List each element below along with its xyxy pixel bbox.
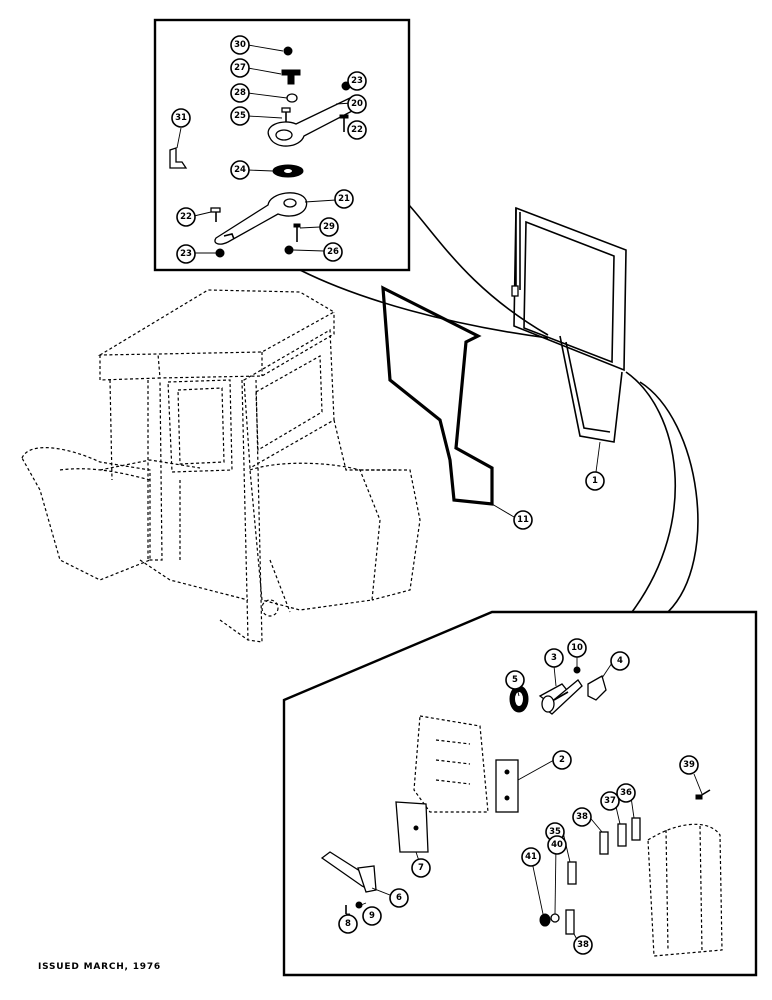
svg-text:20: 20 [351,99,363,109]
svg-text:31: 31 [175,113,187,123]
callout-39: 39 [679,755,699,775]
callouts: 30 27 28 25 24 31 23 20 22 21 22 29 23 2… [171,35,699,955]
svg-text:4: 4 [617,656,623,666]
callout-38-top: 38 [572,807,592,827]
callout-23-top: 23 [347,71,367,91]
callout-38-bottom: 38 [573,935,593,955]
latch-detail-inset [282,610,758,977]
callout-25: 25 [230,106,250,126]
callout-4: 4 [610,651,630,671]
svg-text:22: 22 [351,125,363,135]
svg-text:40: 40 [551,840,563,850]
callout-23-bottom: 23 [176,244,196,264]
callout-21: 21 [334,189,354,209]
svg-text:21: 21 [338,194,350,204]
callout-31: 31 [171,108,191,128]
callout-41: 41 [521,847,541,867]
svg-text:23: 23 [180,249,192,259]
callout-37: 37 [600,791,620,811]
svg-text:8: 8 [345,919,351,929]
svg-text:36: 36 [620,788,632,798]
svg-text:10: 10 [571,643,583,653]
svg-text:39: 39 [683,760,695,770]
svg-text:41: 41 [525,852,537,862]
svg-text:29: 29 [323,222,335,232]
callout-24: 24 [230,160,250,180]
svg-text:22: 22 [180,212,192,222]
callout-30: 30 [230,35,250,55]
callout-27: 27 [230,58,250,78]
callout-22-right: 22 [347,120,367,140]
callout-8: 8 [338,914,358,934]
svg-text:23: 23 [351,76,363,86]
callout-2: 2 [552,750,572,770]
callout-20: 20 [347,94,367,114]
svg-text:7: 7 [418,863,424,873]
hinge-detail-inset [153,18,549,339]
callout-22-left: 22 [176,207,196,227]
svg-text:26: 26 [327,247,339,257]
svg-text:5: 5 [512,675,518,685]
svg-text:2: 2 [559,755,565,765]
svg-text:3: 3 [551,653,557,663]
issued-date-footer: ISSUED MARCH, 1976 [38,962,161,972]
cab-phantom-outline [21,289,421,643]
callout-6: 6 [389,888,409,908]
svg-text:27: 27 [234,63,246,73]
callout-40: 40 [547,835,567,855]
callout-11: 11 [513,510,533,530]
svg-text:35: 35 [549,827,561,837]
callout-10: 10 [567,638,587,658]
callout-28: 28 [230,83,250,103]
door-assembly [511,206,699,613]
svg-text:11: 11 [517,515,529,525]
callout-1: 1 [585,471,605,491]
svg-text:25: 25 [234,111,246,121]
callout-29: 29 [319,217,339,237]
side-panel-glass [381,285,515,518]
svg-text:30: 30 [234,40,246,50]
svg-text:9: 9 [369,911,375,921]
svg-text:37: 37 [604,796,616,806]
svg-text:38: 38 [577,940,589,950]
callout-3: 3 [544,648,564,668]
svg-text:38: 38 [576,812,588,822]
svg-text:24: 24 [234,165,246,175]
callout-36: 36 [616,783,636,803]
callout-26: 26 [323,242,343,262]
callout-9: 9 [362,906,382,926]
svg-text:1: 1 [592,476,598,486]
callout-7: 7 [411,858,431,878]
svg-text:6: 6 [396,893,402,903]
callout-5: 5 [505,670,525,690]
svg-text:28: 28 [234,88,246,98]
